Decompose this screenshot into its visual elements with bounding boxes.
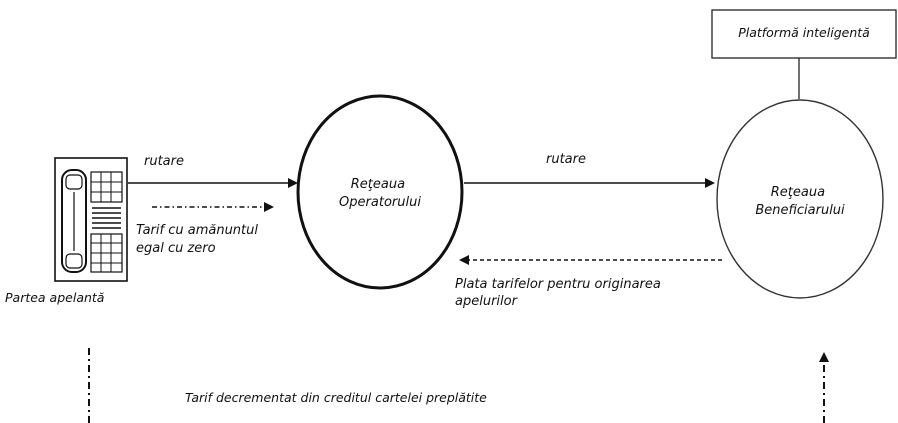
beneficiary-network-label-line2: Beneficiarului bbox=[755, 203, 845, 218]
origination-fee-label-line2: apelurilor bbox=[455, 294, 519, 309]
platform-box bbox=[711, 9, 897, 59]
caller-label: Partea apelantă bbox=[5, 290, 105, 305]
beneficiary-network-node: Reţeaua Beneficiarului bbox=[716, 99, 884, 299]
prepaid-decrement-label: Tarif decrementat din creditul cartelei … bbox=[185, 390, 487, 405]
origination-fee-label-line1: Plata tarifelor pentru originarea bbox=[455, 277, 661, 292]
operator-network-circle bbox=[296, 94, 464, 290]
platform-label: Platformă inteligentă bbox=[738, 25, 870, 40]
routing-label-to-beneficiary: rutare bbox=[546, 152, 586, 167]
beneficiary-network-label-line1: Reţeaua bbox=[771, 185, 825, 200]
zero-tariff-label-line1: Tarif cu amănuntul bbox=[136, 223, 258, 238]
operator-network-label: Reţeaua Operatorului bbox=[339, 177, 421, 210]
operator-network-node: Reţeaua Operatorului bbox=[296, 94, 464, 290]
beneficiary-network-circle bbox=[716, 99, 884, 299]
routing-label-to-operator: rutare bbox=[144, 154, 184, 169]
zero-tariff-label: Tarif cu amănuntul egal cu zero bbox=[136, 223, 262, 256]
origination-fee-label: Plata tarifelor pentru originarea apelur… bbox=[455, 277, 665, 309]
beneficiary-network-label: Reţeaua Beneficiarului bbox=[755, 185, 845, 218]
operator-network-label-line1: Reţeaua bbox=[351, 177, 405, 192]
zero-tariff-label-line2: egal cu zero bbox=[136, 241, 216, 256]
telephone-icon bbox=[54, 157, 128, 282]
platform-node: Platformă inteligentă bbox=[711, 9, 897, 59]
operator-network-label-line2: Operatorului bbox=[339, 195, 421, 210]
